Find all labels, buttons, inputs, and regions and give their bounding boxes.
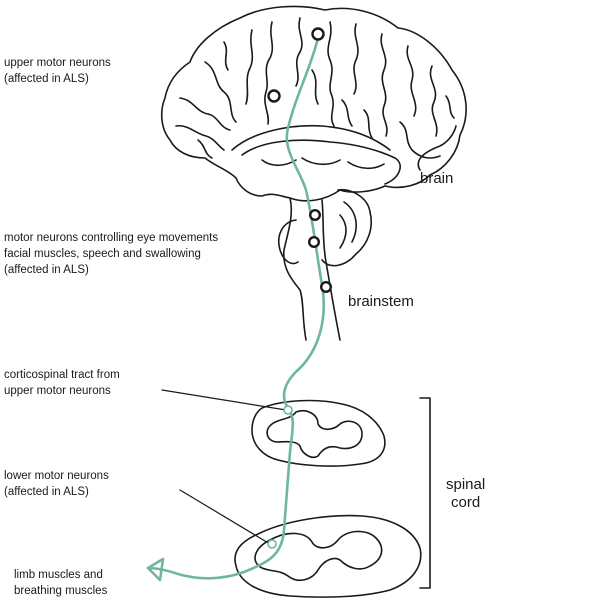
label-lower-motor-neurons: lower motor neurons (affected in ALS) <box>4 470 109 498</box>
label-brain: brain <box>420 170 454 187</box>
temporal-lobe <box>241 139 401 185</box>
brainstem-left <box>282 197 307 341</box>
brainstem-neuron-3 <box>320 281 333 294</box>
sylvian-fissure <box>231 124 391 151</box>
spinal-cord-bracket <box>419 397 431 589</box>
spinal-cord-lower <box>234 514 422 598</box>
label-corticospinal-tract: corticospinal tract from upper motor neu… <box>4 369 120 397</box>
motor-pathway <box>146 36 326 580</box>
upper-neuron-1 <box>311 27 325 41</box>
tract-spot-lower <box>267 539 277 549</box>
cerebellum <box>321 188 372 267</box>
leader-lower-motor <box>179 489 271 545</box>
brainstem-right <box>321 199 341 341</box>
label-limb-muscles: limb muscles and breathing muscles <box>14 569 108 597</box>
brainstem-neuron-2 <box>308 235 321 248</box>
label-brainstem-neurons: motor neurons controlling eye movements … <box>4 232 219 276</box>
brainstem-neuron-1 <box>309 208 322 221</box>
label-spinal-cord: spinal cord <box>446 476 486 511</box>
limb-arrowhead <box>146 557 165 582</box>
label-brainstem: brainstem <box>348 293 414 310</box>
upper-neuron-2 <box>267 89 281 103</box>
label-upper-motor-neurons: upper motor neurons (affected in ALS) <box>4 57 111 85</box>
leader-corticospinal <box>161 389 287 411</box>
tract-spot-upper <box>283 405 293 415</box>
spinal-cord-upper <box>251 399 386 467</box>
brain-outline <box>160 5 467 202</box>
